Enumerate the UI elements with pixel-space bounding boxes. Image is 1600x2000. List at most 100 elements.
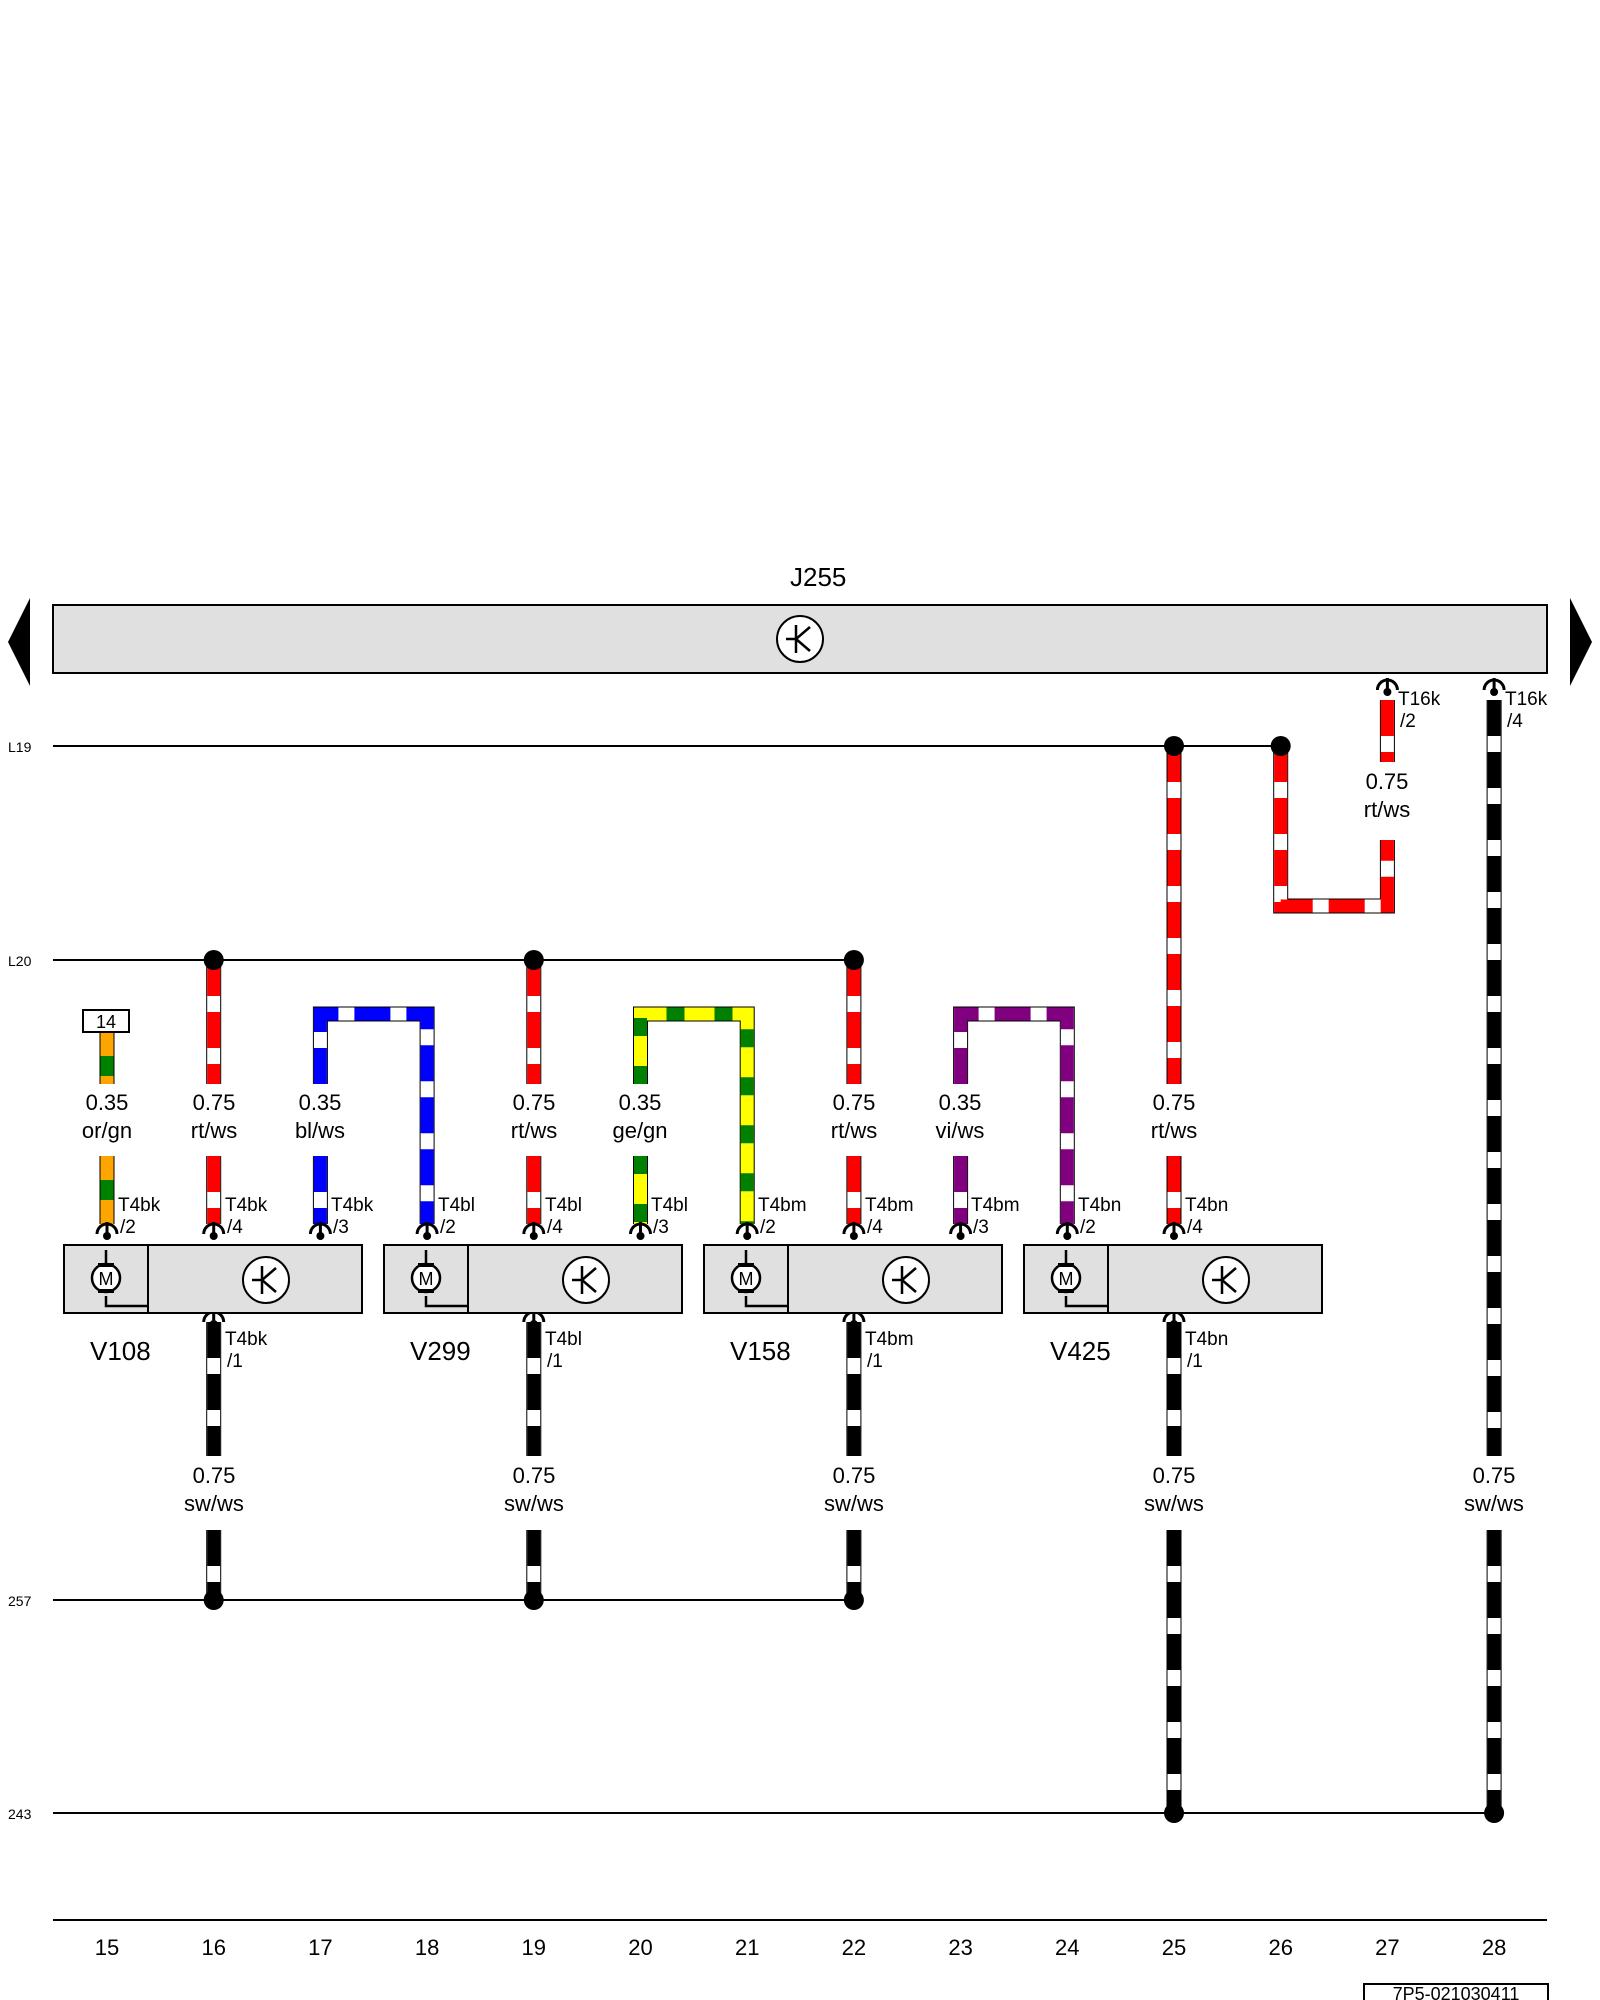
- pin-label: T4bl/3: [651, 1195, 688, 1238]
- pin-label: T16k/4: [1505, 689, 1548, 732]
- component-label-v158: V158: [730, 1336, 791, 1366]
- svg-text:T4bk: T4bk: [331, 1195, 374, 1216]
- svg-text:T4bm: T4bm: [865, 1329, 914, 1350]
- pin-label: T4bm/1: [865, 1329, 914, 1372]
- column-number: 15: [95, 1935, 119, 1960]
- motor-symbol-letter: M: [419, 1269, 434, 1289]
- svg-text:/2: /2: [120, 1217, 136, 1238]
- wire-color: rt/ws: [511, 1118, 557, 1143]
- connector-pin-icon: [202, 1222, 226, 1240]
- wire: [1273, 746, 1395, 914]
- wire-color: sw/ws: [184, 1491, 244, 1516]
- diagram-code: 7P5-021030411: [1393, 1984, 1520, 2000]
- component-label-v425: V425: [1050, 1336, 1111, 1366]
- wire-size: 0.75: [1366, 769, 1409, 794]
- motor-icon: M: [90, 1250, 148, 1308]
- connector-pin-icon: [95, 1222, 119, 1240]
- splice-dot: [843, 1590, 864, 1610]
- connector-pin-icon: [1162, 1222, 1186, 1240]
- motor-symbol-letter: M: [739, 1269, 754, 1289]
- wires: [95, 678, 1506, 1823]
- pin-label: T4bk/4: [225, 1195, 268, 1238]
- svg-text:/3: /3: [333, 1217, 349, 1238]
- column-number: 25: [1162, 1935, 1186, 1960]
- wire-color: or/gn: [82, 1118, 132, 1143]
- svg-text:/1: /1: [227, 1351, 243, 1372]
- connector-pin-icon: [949, 1222, 973, 1240]
- column-number: 19: [522, 1935, 546, 1960]
- motor-icon: M: [1050, 1250, 1108, 1308]
- wire: [312, 1006, 435, 1224]
- wire-color: ge/gn: [612, 1118, 667, 1143]
- svg-text:T4bn: T4bn: [1078, 1195, 1121, 1216]
- wire-size: 0.75: [1153, 1090, 1196, 1115]
- svg-text:T4bl: T4bl: [545, 1195, 582, 1216]
- pin-labels: T4bk/2 T4bk/4 T4bk/3 T4bl/2 T4bl/4 T4bl/…: [118, 689, 1548, 1372]
- pin-label: T4bk/2: [118, 1195, 161, 1238]
- component-label-v299: V299: [410, 1336, 471, 1366]
- splice-dot: [1164, 736, 1184, 756]
- splice-dot: [1484, 1803, 1505, 1823]
- wire-size: 0.75: [513, 1463, 556, 1488]
- electronic-module-icon: [242, 1256, 290, 1304]
- wire-size: 0.75: [833, 1463, 876, 1488]
- wire-color: rt/ws: [1364, 797, 1410, 822]
- pin-label: T4bl/4: [545, 1195, 582, 1238]
- wire-color: rt/ws: [1151, 1118, 1197, 1143]
- svg-text:/4: /4: [1507, 711, 1523, 732]
- svg-text:T4bk: T4bk: [118, 1195, 161, 1216]
- svg-text:T4bm: T4bm: [865, 1195, 914, 1216]
- left-continuation-arrow-icon: [8, 598, 30, 686]
- pin-label: T16k/2: [1398, 689, 1441, 732]
- bus-label-243: 243: [8, 1806, 32, 1822]
- column-number: 22: [842, 1935, 866, 1960]
- svg-text:T4bm: T4bm: [971, 1195, 1020, 1216]
- pin-label: T4bm/3: [971, 1195, 1020, 1238]
- svg-text:/1: /1: [547, 1351, 563, 1372]
- column-number: 23: [948, 1935, 972, 1960]
- connector-pin-icon: [629, 1222, 652, 1240]
- bus-label-257: 257: [8, 1593, 32, 1609]
- splice-dot: [1164, 1803, 1184, 1823]
- column-number: 26: [1268, 1935, 1292, 1960]
- control-unit-j255: J255: [8, 562, 1592, 686]
- svg-text:T4bn: T4bn: [1185, 1329, 1228, 1350]
- motor-symbol-letter: M: [1059, 1269, 1074, 1289]
- electronic-module-icon: [562, 1256, 610, 1304]
- bus-label-l20: L20: [8, 953, 32, 969]
- motor-symbol-letter: M: [99, 1269, 114, 1289]
- footer-code: 7P5-021030411: [1363, 1983, 1549, 2000]
- svg-text:T4bm: T4bm: [758, 1195, 807, 1216]
- actuator-v425: M: [1023, 1244, 1323, 1314]
- svg-text:/1: /1: [1187, 1351, 1203, 1372]
- column-number: 28: [1482, 1935, 1506, 1960]
- actuator-v108: M: [63, 1244, 363, 1314]
- connector-pin-icon: [308, 1222, 332, 1240]
- wire-size: 0.75: [1473, 1463, 1516, 1488]
- pin-label: T4bk/3: [331, 1195, 374, 1238]
- wire: [953, 1006, 1075, 1224]
- svg-text:T16k: T16k: [1505, 689, 1548, 710]
- wire-size: 0.75: [513, 1090, 556, 1115]
- wire-color: sw/ws: [1464, 1491, 1524, 1516]
- svg-text:/3: /3: [653, 1217, 669, 1238]
- component-labels: V108 V299 V158 V425: [90, 1336, 1111, 1366]
- connector-pin-icon: [1055, 1222, 1079, 1240]
- wire-size: 0.75: [833, 1090, 876, 1115]
- svg-text:/1: /1: [867, 1351, 883, 1372]
- pin-label: T4bn/2: [1078, 1195, 1121, 1238]
- splice-dot: [843, 950, 864, 970]
- svg-text:/2: /2: [760, 1217, 776, 1238]
- svg-text:/2: /2: [1400, 711, 1416, 732]
- connector-pin-icon: [522, 1222, 546, 1240]
- svg-text:/4: /4: [867, 1217, 883, 1238]
- reference-box: 14: [82, 1009, 130, 1033]
- pin-label: T4bm/4: [865, 1195, 914, 1238]
- wire-size: 0.35: [619, 1090, 662, 1115]
- splice-dot: [1270, 736, 1291, 756]
- svg-text:/4: /4: [1187, 1217, 1203, 1238]
- splice-dot: [203, 950, 224, 970]
- wire-size: 0.75: [193, 1463, 236, 1488]
- wire-color: vi/ws: [936, 1118, 985, 1143]
